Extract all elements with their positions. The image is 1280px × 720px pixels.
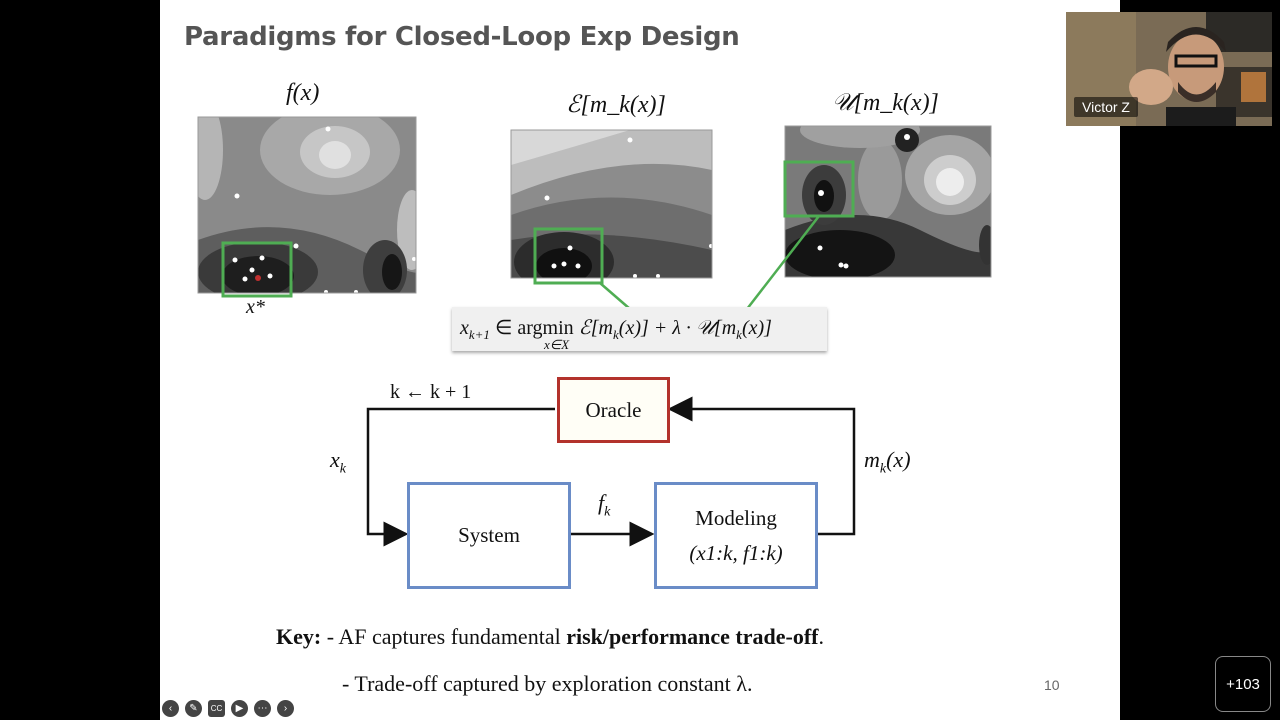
back-icon[interactable]: ‹ (162, 700, 179, 717)
highlight-box-exploitation (533, 227, 604, 285)
page-number: 10 (1044, 677, 1060, 693)
contour-plot-exploitation (511, 130, 712, 278)
argmin-domain: x∈X (544, 337, 570, 352)
plot-title-uncertainty: 𝒰[m_k(x)] (832, 90, 939, 116)
slide-graphics (197, 116, 992, 547)
loop-arrows (366, 396, 856, 547)
plot-title-exploitation: ℰ[m_k(x)] (566, 92, 666, 118)
more-icon[interactable]: ⋯ (254, 700, 271, 717)
fk-label: fk (598, 490, 611, 520)
xk-label: xk (330, 447, 346, 477)
contour-plot-f (198, 117, 416, 293)
plot-title-f: f(x) (286, 80, 320, 106)
modeling-box: Modeling (x1:k, f1:k) (654, 482, 818, 589)
presentation-slide: Paradigms for Closed-Loop Exp Design f(x… (160, 0, 1120, 720)
mk-label: mk(x) (864, 447, 911, 477)
connector-exploitation (599, 282, 631, 310)
captions-icon[interactable]: CC (208, 700, 225, 717)
key-line-2: - Trade-off captured by exploration cons… (342, 671, 753, 696)
contour-plot-uncertainty (785, 126, 991, 277)
highlight-box-f (221, 241, 293, 298)
participant-video[interactable]: Victor Z (1066, 12, 1272, 126)
pen-icon[interactable]: ✎ (185, 700, 202, 717)
acquisition-formula: xk+1 ∈ argmin ℰ[mk(x)] + λ · 𝒰[mk(x)] x∈… (452, 307, 827, 352)
forward-icon[interactable]: › (277, 700, 294, 717)
camera-off-icon[interactable]: ▶ (231, 700, 248, 717)
system-box: System (407, 482, 571, 589)
optimum-label: x* (246, 296, 265, 318)
participant-name: Victor Z (1074, 97, 1138, 117)
oracle-box: Oracle (557, 377, 670, 443)
iteration-update-label: k ← k + 1 (390, 381, 472, 403)
connector-uncertainty (746, 215, 820, 310)
key-line-1: Key: - AF captures fundamental risk/perf… (276, 624, 825, 649)
slide-toolbar: ‹ ✎ CC ▶ ⋯ › (162, 700, 294, 717)
slide-title: Paradigms for Closed-Loop Exp Design (184, 22, 740, 52)
participants-count-button[interactable]: +103 (1215, 656, 1271, 712)
